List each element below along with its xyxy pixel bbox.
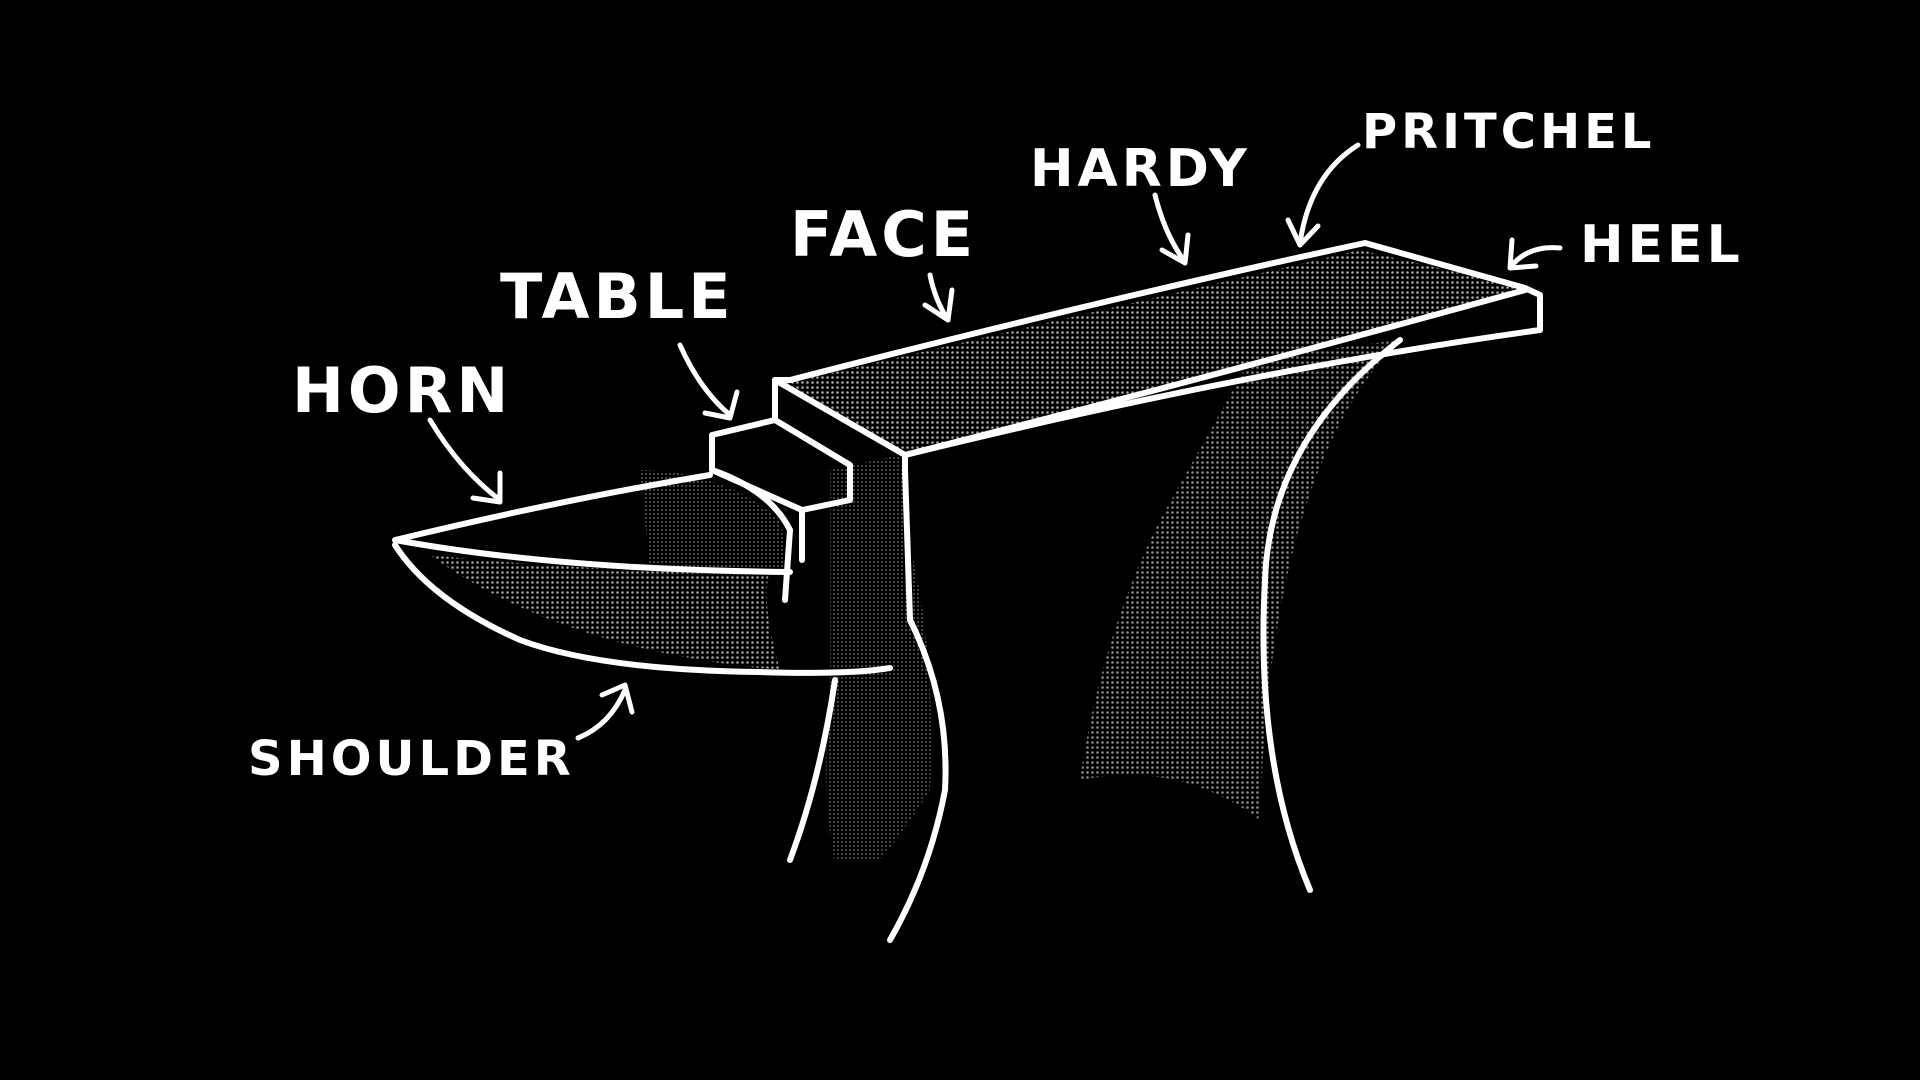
horn-outline [392,472,793,575]
anvil-shading [430,250,1525,860]
label-hardy: HARDY [1030,139,1251,199]
label-shoulder: SHOULDER [248,731,575,787]
table-arrow [677,342,733,418]
part-labels: HORN TABLE FACE HARDY PRITCHEL HEEL SHOU… [248,104,1744,787]
heel-arrow [1509,245,1563,268]
face-outline [772,240,1543,383]
anvil-outline [392,240,1543,943]
label-arrows [427,142,1563,741]
label-horn: HORN [292,354,512,427]
label-pritchel: PRITCHEL [1362,104,1656,160]
label-table: TABLE [500,260,735,333]
horn-underside-outline [392,542,893,676]
label-heel: HEEL [1580,215,1744,275]
body-outline-left [887,467,949,943]
hardy-arrow [1152,192,1188,265]
waist-outline-right [1260,337,1403,893]
shoulder-arrow [575,687,628,741]
label-face: FACE [790,198,977,271]
pritchel-arrow [1297,142,1361,246]
horn-arrow [427,417,503,503]
